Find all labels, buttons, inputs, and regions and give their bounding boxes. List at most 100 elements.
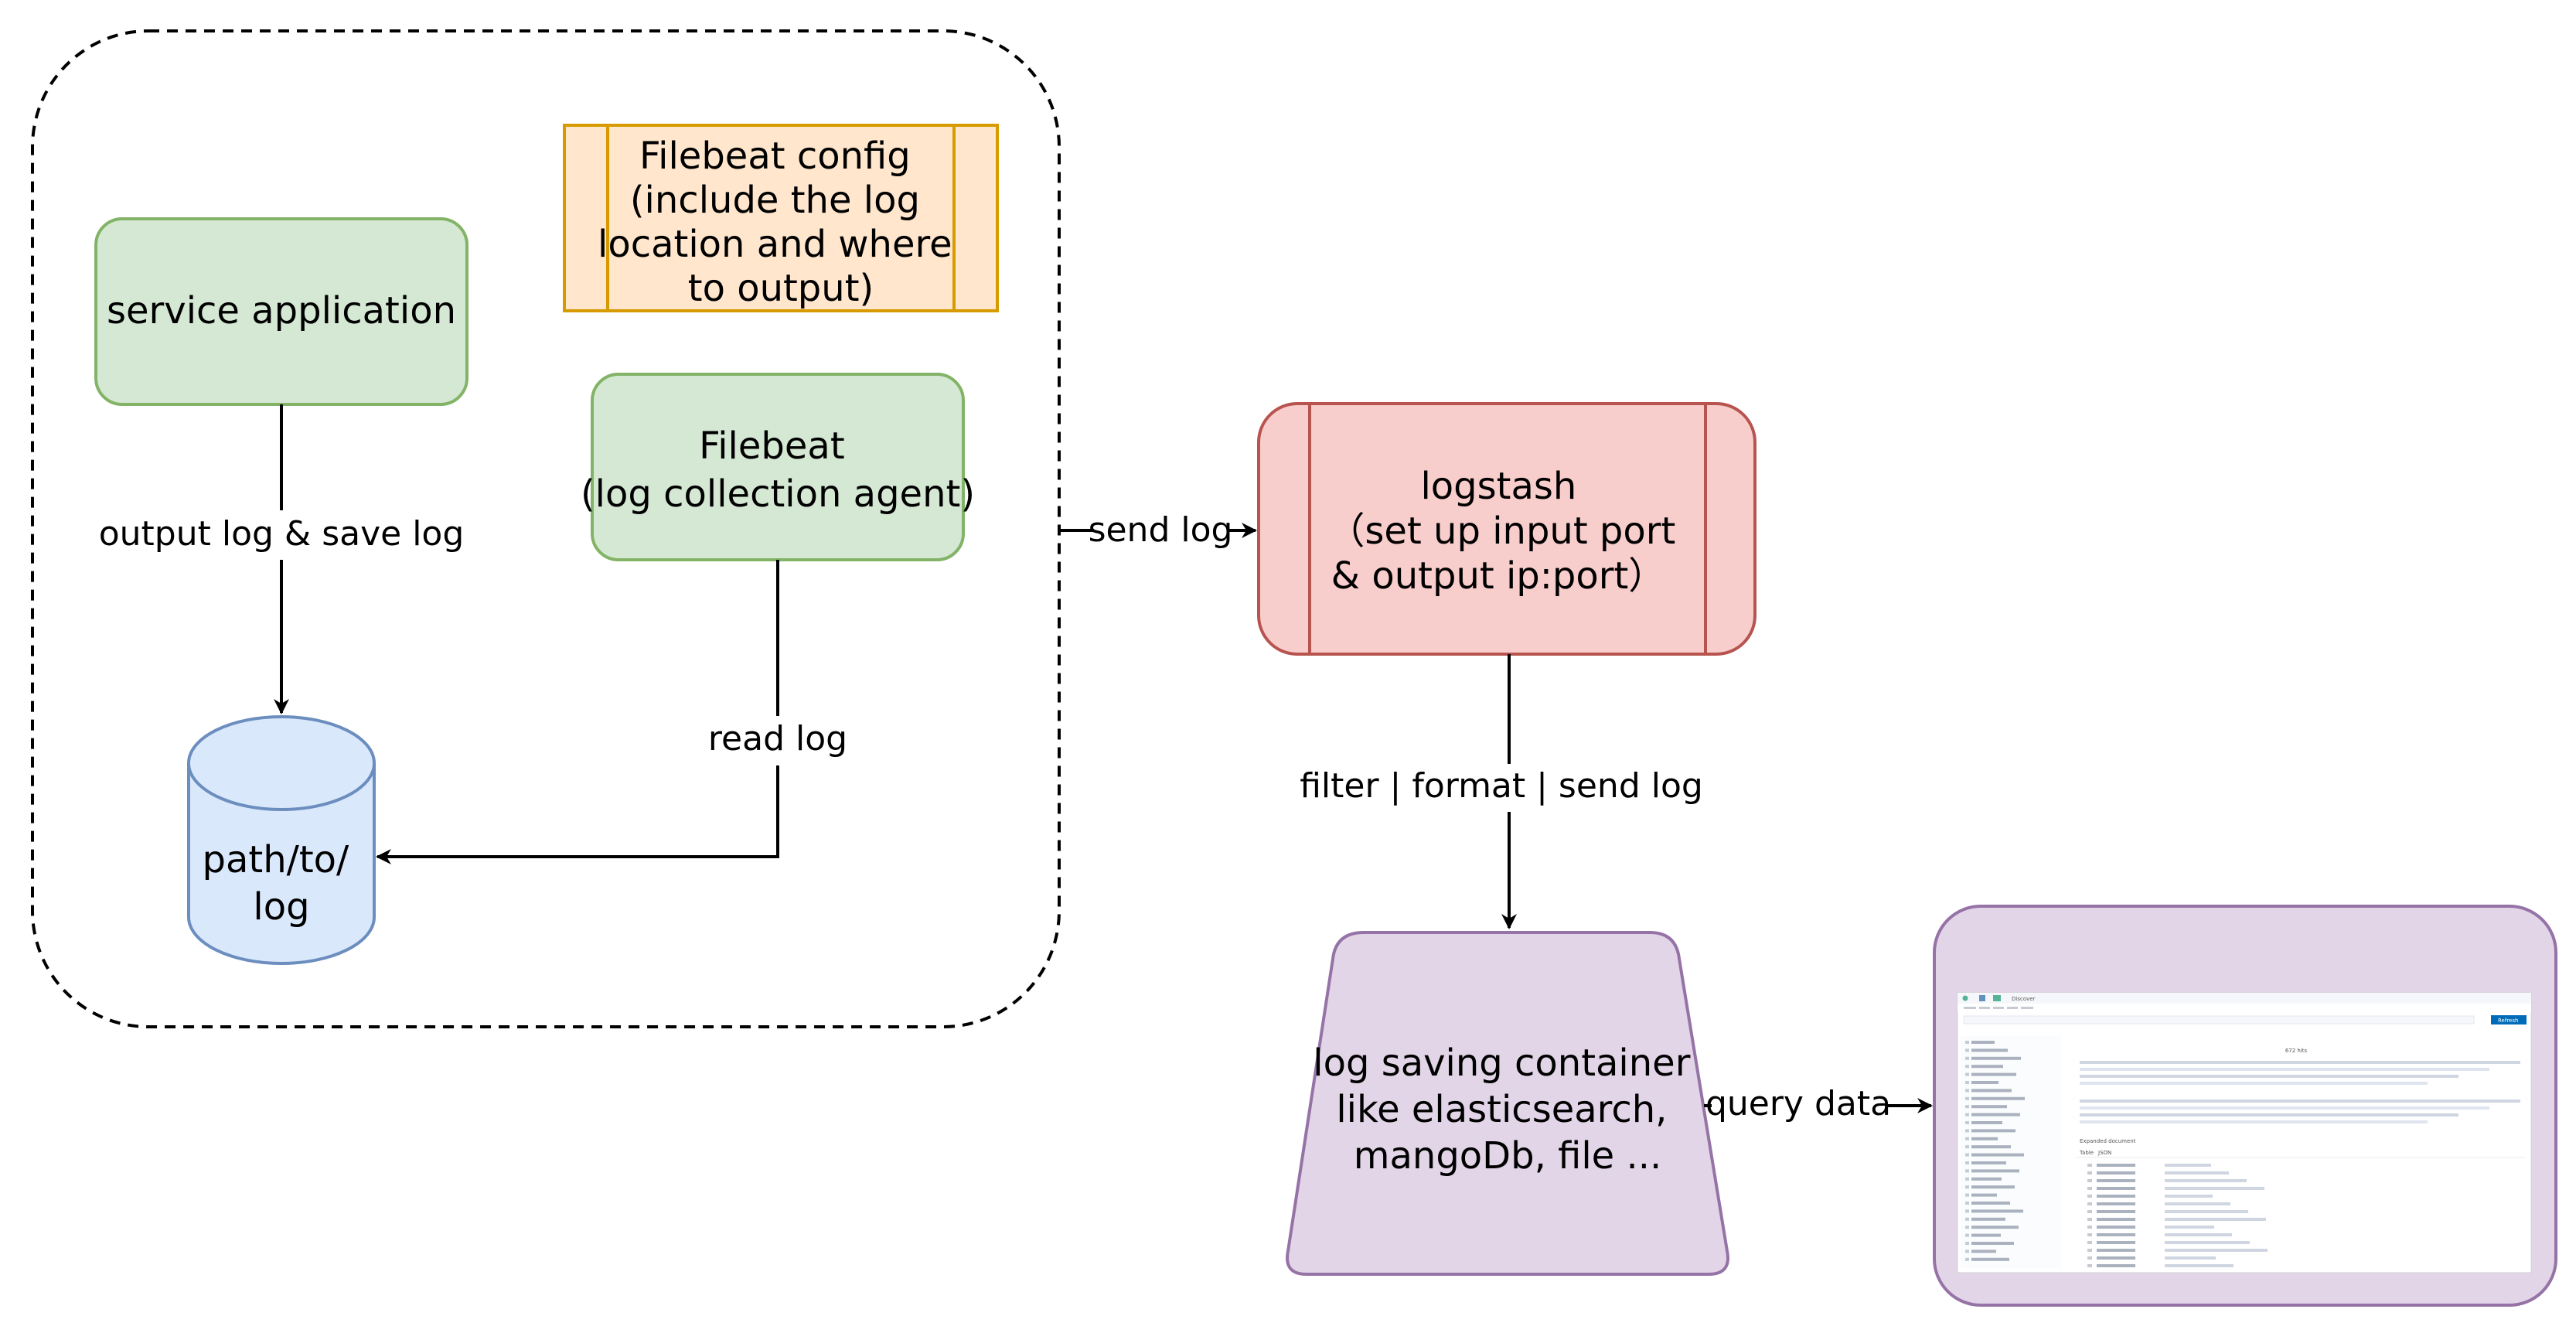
document-line <box>2080 1120 2428 1123</box>
sidebar-field-name <box>1971 1145 2011 1149</box>
edge-output-log-label: output log & save log <box>99 514 465 554</box>
sidebar-field-icon <box>1965 1169 1969 1173</box>
sidebar-field-name <box>1971 1105 2007 1109</box>
field-value <box>2165 1202 2230 1205</box>
sidebar-field-icon <box>1965 1137 1969 1140</box>
sidebar-field-icon <box>1965 1249 1969 1253</box>
edge-send-log: send log <box>1059 507 1257 555</box>
edge-output-log: output log & save log <box>99 404 465 714</box>
kibana-sidebar-fields <box>1965 1041 2025 1261</box>
sidebar-field-icon <box>1965 1056 1969 1060</box>
field-icon <box>2087 1210 2092 1213</box>
field-value <box>2165 1210 2248 1213</box>
sidebar-field-name <box>1971 1169 2019 1173</box>
sidebar-field-name <box>1971 1242 2014 1245</box>
sidebar-field-name <box>1971 1226 2019 1229</box>
edge-query-data-label: query data <box>1705 1084 1891 1123</box>
sidebar-field-icon <box>1965 1257 1969 1261</box>
sidebar-field-name <box>1971 1129 2015 1133</box>
sidebar-field-icon <box>1965 1065 1969 1069</box>
kibana-tab-json: JSON <box>2097 1150 2111 1156</box>
kibana-window-title: Discover <box>2012 996 2036 1002</box>
sidebar-field-icon <box>1965 1105 1969 1109</box>
kibana-expanded-doc: Expanded document <box>2080 1138 2136 1144</box>
sidebar-field-name <box>1971 1056 2021 1060</box>
field-value <box>2165 1249 2268 1252</box>
sidebar-field-name <box>1971 1209 2023 1213</box>
sidebar-field-name <box>1971 1072 2016 1076</box>
field-key <box>2097 1256 2135 1260</box>
document-line <box>2080 1082 2428 1085</box>
field-key <box>2097 1241 2135 1244</box>
field-icon <box>2087 1218 2092 1221</box>
field-key <box>2097 1195 2135 1198</box>
field-value <box>2165 1264 2234 1267</box>
sidebar-field-name <box>1971 1096 2025 1100</box>
sidebar-field-name <box>1971 1193 1997 1197</box>
sidebar-field-icon <box>1965 1121 1969 1124</box>
sidebar-field-icon <box>1965 1202 1969 1205</box>
field-key <box>2097 1226 2135 1229</box>
edge-read-log-label: read log <box>708 719 847 759</box>
sidebar-field-icon <box>1965 1145 1969 1149</box>
field-value <box>2165 1233 2232 1236</box>
edge-send-log-label: send log <box>1089 510 1233 550</box>
document-line <box>2080 1113 2458 1117</box>
field-key <box>2097 1179 2135 1182</box>
document-line <box>2080 1068 2489 1071</box>
logstash-node[interactable]: logstash （set up input port & output ip:… <box>1257 402 1757 656</box>
sidebar-field-icon <box>1965 1242 1969 1245</box>
filebeat-agent-label: Filebeat (log collection agent) <box>581 424 975 516</box>
filebeat-config-node[interactable]: Filebeat config (include the log locatio… <box>563 124 999 312</box>
sidebar-field-name <box>1971 1081 1998 1084</box>
field-value <box>2165 1256 2216 1260</box>
sidebar-field-icon <box>1965 1129 1969 1133</box>
sidebar-field-icon <box>1965 1089 1969 1093</box>
service-application-node[interactable]: service application <box>94 217 469 406</box>
document-line <box>2080 1106 2489 1110</box>
sidebar-field-icon <box>1965 1226 1969 1229</box>
sidebar-field-name <box>1971 1233 2001 1237</box>
document-line <box>2080 1075 2458 1078</box>
field-icon <box>2087 1179 2092 1182</box>
field-value <box>2165 1164 2211 1167</box>
sidebar-field-icon <box>1965 1072 1969 1076</box>
field-key <box>2097 1187 2135 1190</box>
log-storage-node[interactable]: log saving container like elasticsearch,… <box>1286 931 1729 1276</box>
log-file-cylinder[interactable]: path/to/ log <box>187 715 376 965</box>
kibana-document-rows <box>2080 1061 2520 1123</box>
log-storage-label: log saving container like elasticsearch,… <box>1313 1042 1702 1178</box>
kibana-hits: 672 hits <box>2285 1048 2308 1054</box>
field-icon <box>2087 1264 2092 1267</box>
dashboard-preview-node[interactable]: Discover Refresh 672 hits Expanded docum… <box>1933 905 2557 1307</box>
field-icon <box>2087 1233 2092 1236</box>
sidebar-field-name <box>1971 1041 1995 1044</box>
field-value <box>2165 1241 2250 1244</box>
field-key <box>2097 1218 2135 1221</box>
sidebar-field-icon <box>1965 1177 1969 1181</box>
edge-read-log: read log <box>376 560 847 864</box>
sidebar-field-icon <box>1965 1217 1969 1221</box>
sidebar-field-name <box>1971 1065 2003 1069</box>
field-value <box>2165 1171 2229 1174</box>
field-key <box>2097 1264 2135 1267</box>
field-key <box>2097 1210 2135 1213</box>
field-icon <box>2087 1187 2092 1190</box>
field-icon <box>2087 1226 2092 1229</box>
log-file-label: path/to/ log <box>203 838 361 929</box>
sidebar-field-icon <box>1965 1161 1969 1164</box>
document-line <box>2080 1099 2520 1103</box>
sidebar-field-name <box>1971 1137 1998 1140</box>
field-value <box>2165 1218 2266 1221</box>
sidebar-field-icon <box>1965 1185 1969 1189</box>
field-value <box>2165 1187 2264 1190</box>
sidebar-field-name <box>1971 1177 2002 1181</box>
sidebar-field-name <box>1971 1089 2012 1093</box>
sidebar-field-icon <box>1965 1081 1969 1084</box>
field-key <box>2097 1249 2135 1252</box>
edge-filter-format-label: filter | format | send log <box>1300 766 1703 806</box>
sidebar-field-name <box>1971 1249 1996 1253</box>
filebeat-agent-node[interactable]: Filebeat (log collection agent) <box>581 373 975 561</box>
service-application-label: service application <box>107 289 456 332</box>
